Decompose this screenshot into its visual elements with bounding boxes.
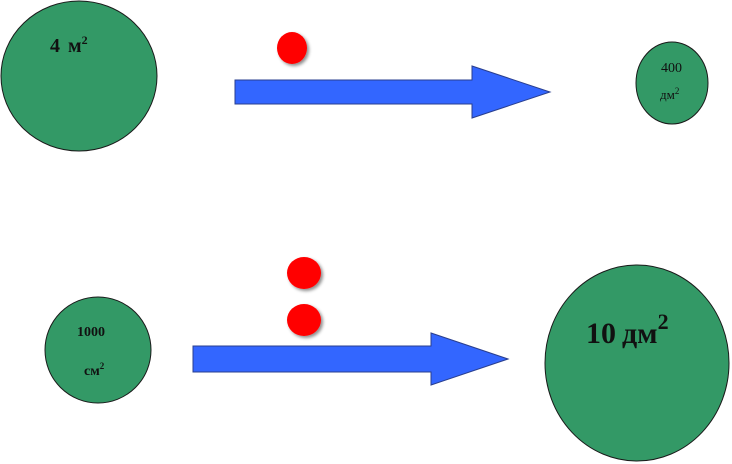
circle-400-dm2 [635,41,709,125]
circle-10-dm2 [544,264,730,462]
label-4: 4 [50,35,60,57]
label-dm-small: дм [660,87,675,102]
red-dot-upper [287,257,321,289]
red-dot-top [277,32,307,64]
label-cm: см [84,364,100,379]
label-cm-exp: 2 [100,361,105,371]
svg-text:4м2: 4м2 [50,33,88,57]
label-dm-large-exp: 2 [658,309,669,334]
circle-1000-cm2 [44,296,152,404]
svg-text:см2: см2 [84,361,105,379]
label-1000: 1000 [77,325,105,340]
label-10: 10 [586,317,616,350]
red-dot-lower [287,304,321,336]
svg-text:дм2: дм2 [660,86,679,102]
label-400: 400 [661,61,682,76]
circle-4-m2 [0,0,158,152]
arrow-top [234,65,552,119]
label-m-exp: 2 [82,33,88,47]
label-dm-large: дм [622,317,658,350]
label-dm-small-exp: 2 [675,86,680,96]
label-m: м [68,35,82,57]
arrow-bottom [192,332,510,386]
